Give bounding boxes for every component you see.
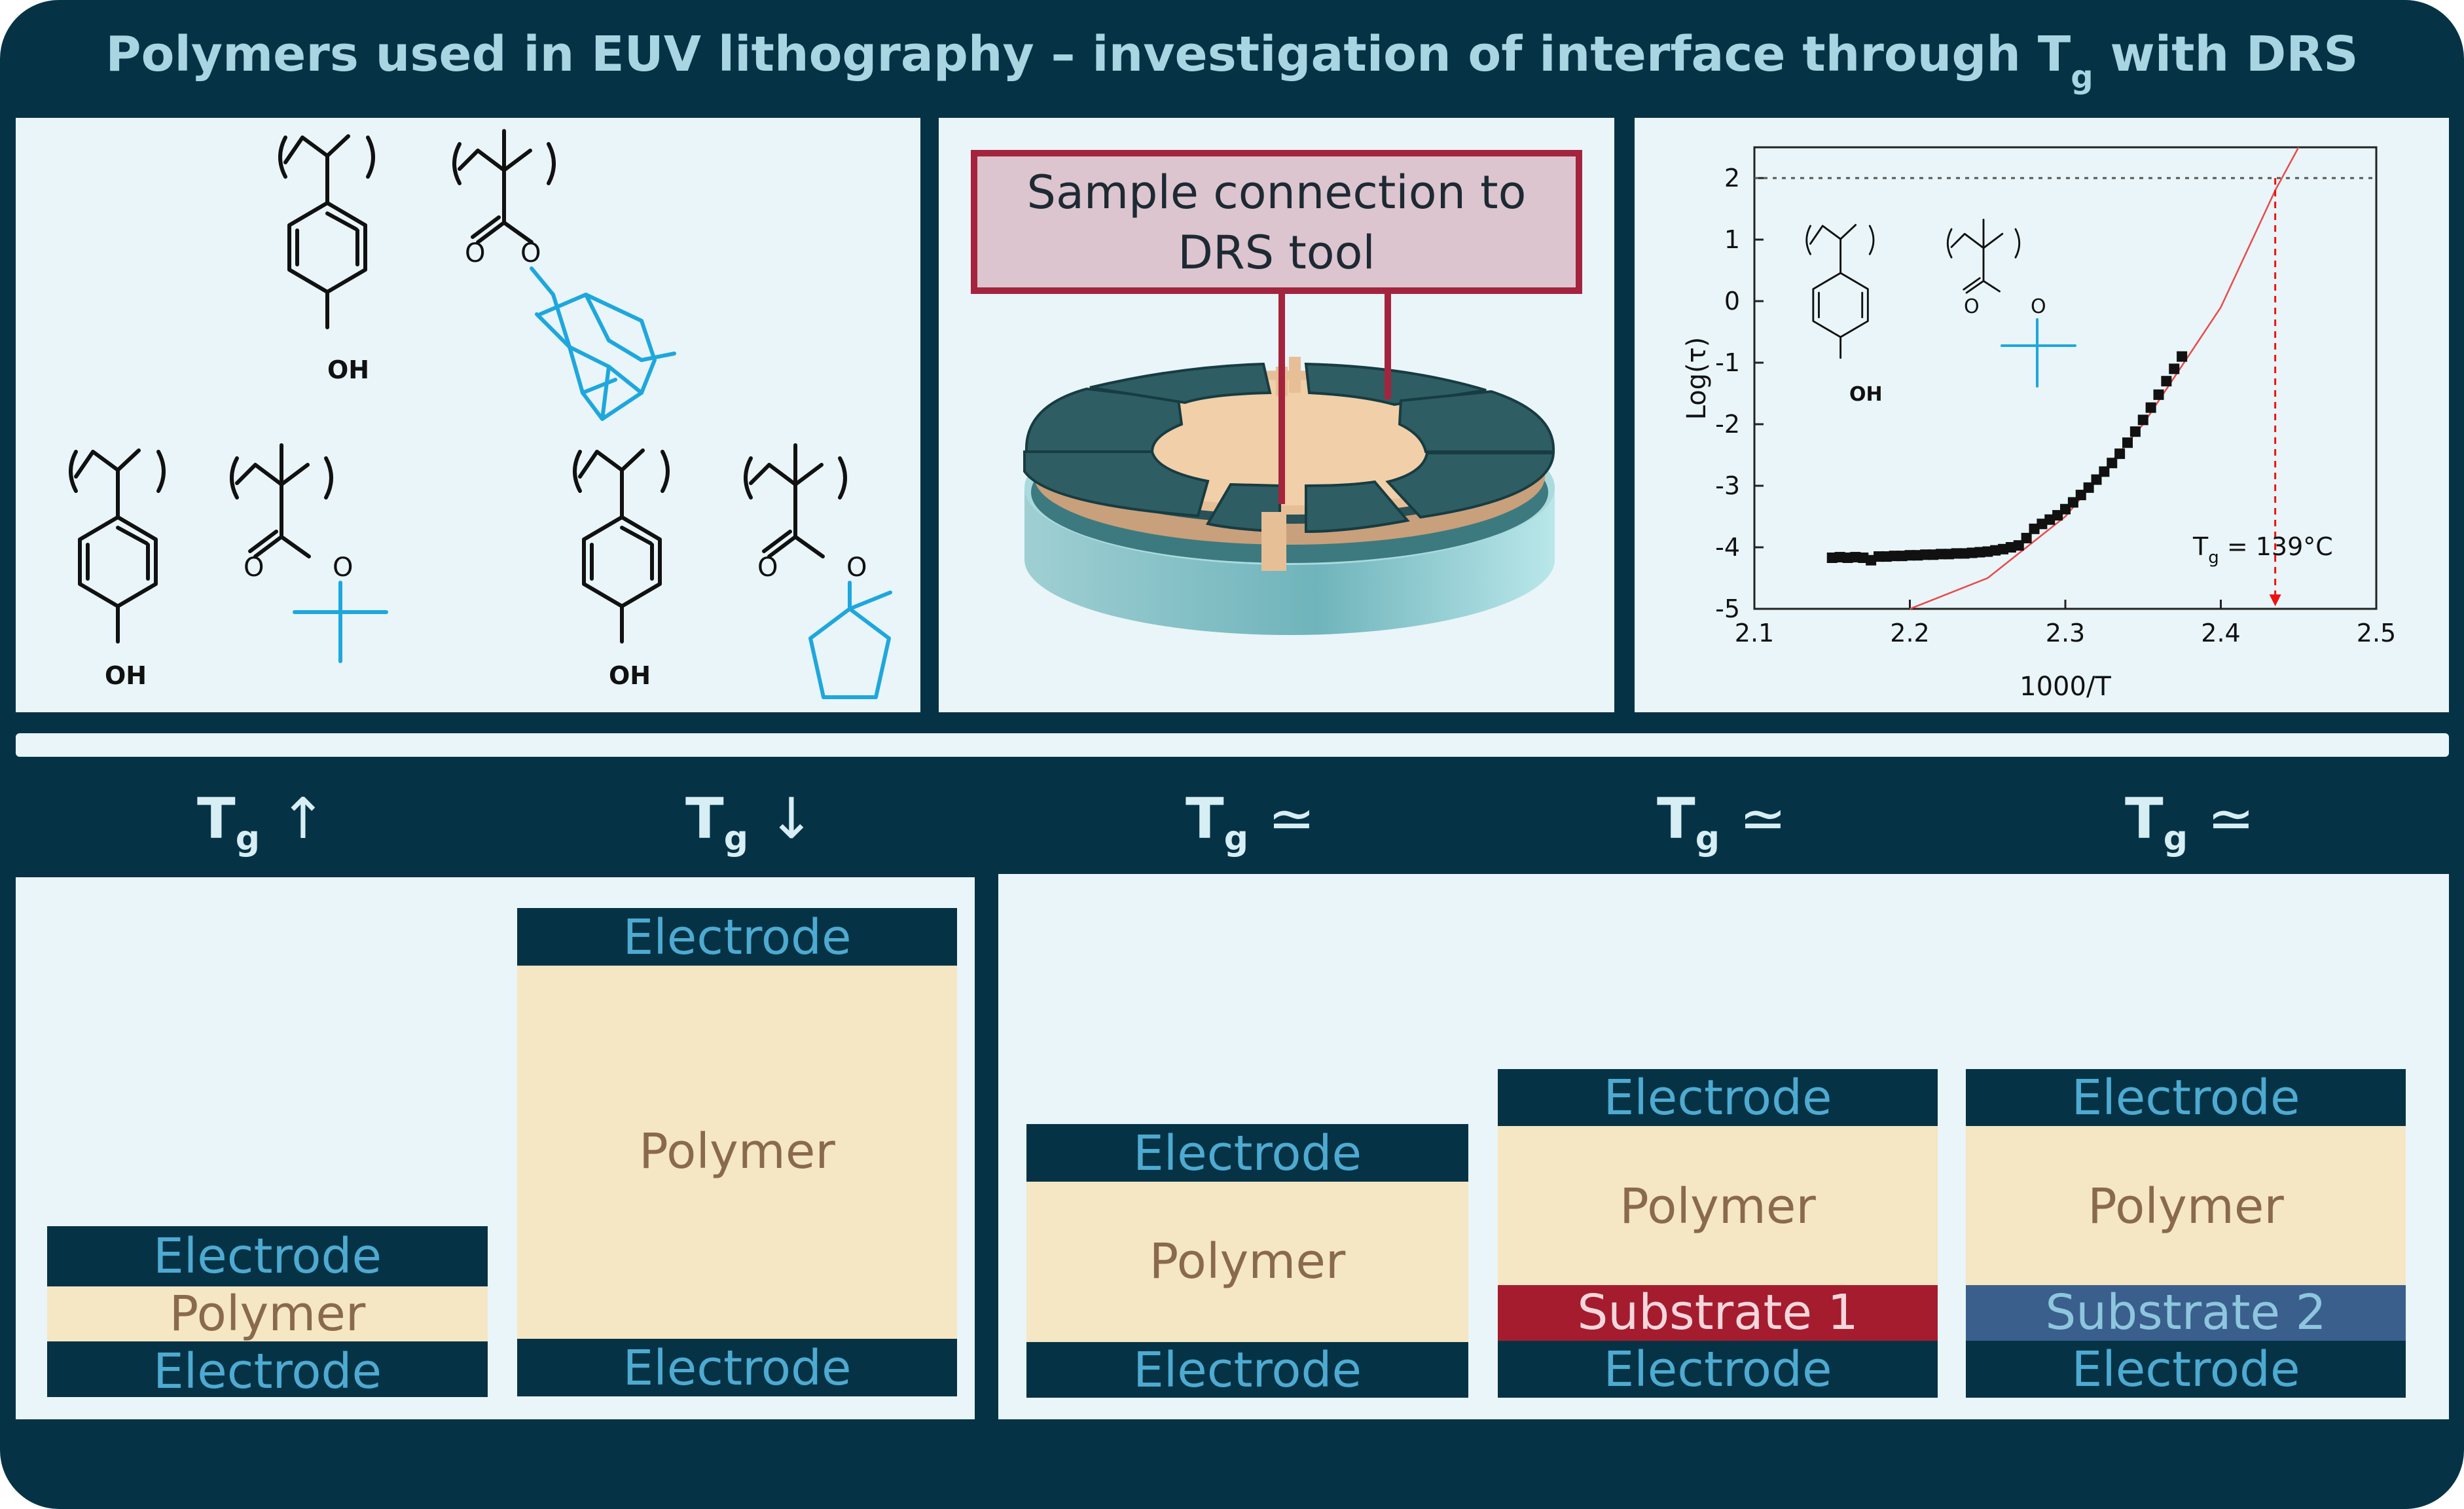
sub2-top-electrode-label: Electrode (2071, 1070, 2300, 1126)
phs-unit-1 (278, 134, 375, 329)
thin-polymer-label: Polymer (169, 1286, 366, 1342)
sub1-polymer-label: Polymer (1620, 1178, 1816, 1235)
tg-label-1: Tg ↑ (197, 786, 327, 859)
chemistry-structures: OH O O (69, 129, 892, 699)
x-tick-label: 2.5 (2357, 619, 2396, 647)
methylcyclopentyl-methacrylate-unit (744, 443, 847, 558)
adamantyl-group (530, 266, 676, 421)
stack-substrate-1 (1498, 1069, 1938, 1398)
connection-callout: Sample connection to DRS tool (971, 150, 1582, 504)
chart-panel (1635, 118, 2449, 712)
x-tick-label: 2.1 (1735, 619, 1774, 647)
electrode-segments (1023, 362, 1555, 534)
sub1-bottom-electrode-label: Electrode (1603, 1341, 1832, 1398)
stack-plain (1026, 1124, 1468, 1398)
x-tick-label: 2.3 (2046, 619, 2085, 647)
data-point (2145, 402, 2156, 413)
cyclopentyl-group (808, 581, 892, 699)
data-point (2021, 532, 2032, 543)
stack-thin (47, 1226, 488, 1397)
tg-label-5: Tg ≃ (2125, 786, 2255, 859)
y-tick-label: -1 (1715, 348, 1740, 377)
thin-top-electrode-label: Electrode (153, 1228, 382, 1284)
adamantyl-methacrylate-unit (452, 129, 556, 244)
chemistry-panel (16, 118, 920, 712)
oh-label-3: OH (609, 661, 651, 690)
y-tick-label: -4 (1715, 533, 1740, 562)
y-tick-label: -2 (1715, 410, 1740, 439)
tg-label-3: Tg ≃ (1186, 786, 1315, 859)
data-point (2177, 351, 2188, 362)
oh-label-1: OH (327, 355, 369, 384)
x-tick-label: 2.4 (2201, 619, 2240, 647)
plain-top-electrode-label: Electrode (1132, 1125, 1362, 1182)
tbutyl-methacrylate-unit-1 (230, 443, 333, 558)
x-axis-label: 1000/T (2020, 672, 2111, 702)
data-point (2091, 474, 2102, 485)
data-point (2107, 458, 2118, 469)
data-point (2114, 448, 2126, 460)
y-tick-label: -5 (1715, 594, 1740, 623)
o-label-5: O (757, 553, 778, 583)
phs-unit-3 (573, 448, 670, 644)
callout-line1: Sample connection to (1027, 166, 1527, 219)
tg-label-2: Tg ↓ (685, 786, 815, 859)
y-tick-label: -3 (1715, 471, 1740, 500)
callout-line2: DRS tool (1178, 226, 1375, 280)
data-point (2083, 482, 2094, 493)
tg-label-4: Tg ≃ (1657, 786, 1786, 859)
stack-substrate-2 (1966, 1069, 2406, 1398)
chart-o-label-2: O (2031, 295, 2046, 318)
o-label-3: O (244, 553, 264, 583)
phs-unit-2 (69, 448, 166, 644)
separator-bar (16, 733, 2449, 757)
data-point (2129, 426, 2141, 437)
stack-thick (517, 908, 957, 1396)
x-tick-label: 2.2 (1890, 619, 1929, 647)
chart-o-label-1: O (1964, 295, 1980, 318)
data-point (2099, 466, 2110, 477)
thick-bottom-electrode-label: Electrode (623, 1340, 852, 1396)
main-title: Polymers used in EUV lithography – inves… (105, 26, 2358, 96)
oh-label-2: OH (105, 661, 147, 690)
o-label-4: O (333, 553, 353, 583)
o-label-1: O (465, 238, 485, 268)
o-label-6: O (846, 553, 867, 583)
tg-annotation: Tg = 139°C (2192, 532, 2333, 568)
thick-top-electrode-label: Electrode (623, 909, 852, 966)
chart-oh-label: OH (1849, 383, 1883, 406)
plain-bottom-electrode-label: Electrode (1132, 1342, 1362, 1398)
tg-chart: 2.1 2.2 2.3 2.4 2.5 2 1 0 -1 -2 -3 -4 -5 (1682, 146, 2396, 702)
y-tick-label: 1 (1724, 225, 1740, 254)
chart-inset-structures (1805, 219, 2076, 388)
data-point (2153, 389, 2164, 400)
sub1-top-electrode-label: Electrode (1603, 1070, 1832, 1126)
data-point (2161, 376, 2172, 387)
tbutyl-group-1 (293, 581, 388, 663)
o-label-2: O (520, 238, 541, 268)
data-point (2169, 363, 2180, 374)
sub2-bottom-electrode-label: Electrode (2071, 1341, 2300, 1398)
y-tick-label: 0 (1724, 287, 1740, 316)
data-point (2122, 437, 2133, 448)
thin-bottom-electrode-label: Electrode (153, 1343, 382, 1400)
thick-polymer-label: Polymer (639, 1123, 835, 1180)
sub2-polymer-label: Polymer (2088, 1178, 2284, 1235)
y-axis-label: Log(τ) (1682, 337, 1712, 420)
sub1-substrate-label: Substrate 1 (1577, 1284, 1858, 1341)
drs-sample-holder (1023, 357, 1555, 635)
tg-marker-arrow (2269, 594, 2281, 606)
y-tick-label: 2 (1724, 164, 1740, 192)
data-point (2137, 414, 2148, 426)
sub2-substrate-label: Substrate 2 (2045, 1284, 2327, 1341)
plain-polymer-label: Polymer (1149, 1233, 1346, 1290)
contact-tab (1261, 512, 1286, 571)
